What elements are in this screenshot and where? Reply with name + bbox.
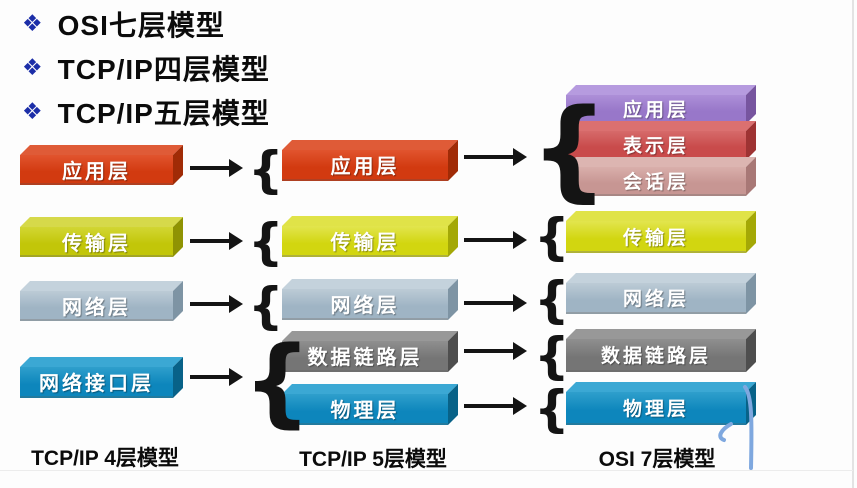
title-list: ❖ OSI七层模型 ❖ TCP/IP四层模型 ❖ TCP/IP五层模型 [22, 6, 270, 129]
layer-box: 应用层 [282, 140, 458, 181]
brace-icon: { [243, 326, 312, 438]
column-caption: TCP/IP 5层模型 [299, 448, 447, 471]
title-row-tcpip4: ❖ TCP/IP四层模型 [22, 50, 270, 85]
layer-label: 数据链路层 [307, 347, 423, 369]
box-front-face: 网络层 [20, 291, 173, 321]
layer-label: 应用层 [622, 100, 689, 121]
layer-label: 传输层 [622, 227, 689, 249]
box-top-face [566, 329, 756, 339]
layer-label: 应用层 [62, 160, 131, 183]
column-caption: OSI 7层模型 [598, 448, 716, 471]
layer-label: 物理层 [330, 400, 400, 422]
slide-bottom-edge [0, 470, 853, 471]
arrow-right-icon [464, 148, 527, 166]
box-top-face [20, 357, 183, 367]
box-front-face: 传输层 [566, 221, 746, 253]
layer-label: 网络层 [62, 296, 131, 319]
slide-right-edge [852, 0, 854, 488]
box-front-face: 会话层 [566, 167, 746, 196]
layer-label: 传输层 [330, 232, 400, 254]
layer-label: 网络接口层 [39, 373, 154, 395]
box-top-face [282, 279, 458, 289]
box-top-face [566, 273, 756, 283]
layer-box: 物理层 [566, 382, 756, 425]
brace-icon: { [248, 277, 284, 335]
layer-label: 物理层 [622, 399, 689, 420]
layer-label: 传输层 [62, 232, 131, 255]
diamond-bullet-icon: ❖ [22, 10, 43, 36]
box-top-face [20, 217, 183, 227]
brace-icon: { [248, 213, 284, 271]
layer-label: 网络层 [622, 289, 689, 310]
brace-icon: { [534, 271, 570, 329]
arrow-right-icon [464, 294, 527, 312]
layer-box: 传输层 [566, 211, 756, 253]
layer-box: 传输层 [20, 217, 183, 257]
diamond-bullet-icon: ❖ [22, 98, 43, 124]
brace-icon: { [534, 208, 570, 266]
column-caption: TCP/IP 4层模型 [31, 447, 179, 470]
arrow-right-icon [464, 231, 527, 249]
title-row-osi: ❖ OSI七层模型 [22, 6, 270, 41]
brace-icon: { [534, 380, 570, 438]
layer-box: 数据链路层 [566, 329, 756, 372]
layer-label: 表示层 [622, 136, 689, 157]
brace-icon: { [534, 327, 570, 385]
layer-box: 网络层 [20, 281, 183, 321]
arrow-right-icon [190, 159, 243, 177]
box-top-face [282, 140, 458, 150]
box-top-face [282, 216, 458, 226]
arrow-right-icon [190, 295, 243, 313]
layer-box: 网络层 [566, 273, 756, 314]
arrow-right-icon [190, 232, 243, 250]
box-front-face: 应用层 [282, 150, 448, 181]
box-front-face: 数据链路层 [566, 339, 746, 372]
layer-label: 应用层 [330, 156, 400, 178]
title-tcpip-4-layer: TCP/IP四层模型 [57, 53, 270, 85]
box-front-face: 应用层 [20, 155, 173, 185]
box-top-face [20, 281, 183, 291]
title-tcpip-5-layer: TCP/IP五层模型 [57, 97, 270, 129]
layer-box: 应用层 [20, 145, 183, 185]
layer-box: 物理层 [282, 384, 458, 425]
box-front-face: 网络层 [566, 283, 746, 314]
box-front-face: 网络接口层 [20, 367, 173, 398]
box-front-face: 物理层 [282, 394, 448, 425]
box-front-face: 传输层 [282, 226, 448, 257]
box-front-face: 传输层 [20, 227, 173, 257]
layer-box: 传输层 [282, 216, 458, 257]
brace-icon: { [248, 141, 284, 199]
layer-box: 数据链路层 [282, 331, 458, 372]
layer-label: 会话层 [622, 172, 689, 193]
arrow-right-icon [190, 368, 243, 386]
brace-icon: { [530, 85, 609, 213]
arrow-right-icon [464, 397, 527, 415]
box-top-face [566, 382, 756, 392]
box-front-face: 数据链路层 [282, 341, 448, 372]
title-row-tcpip5: ❖ TCP/IP五层模型 [22, 94, 270, 129]
box-front-face: 物理层 [566, 392, 746, 425]
pen-stroke-hook [718, 422, 733, 442]
layer-label: 网络层 [330, 295, 400, 317]
diamond-bullet-icon: ❖ [22, 54, 43, 80]
layer-box: 网络层 [282, 279, 458, 320]
layer-label: 数据链路层 [600, 346, 711, 367]
title-osi-7-layer: OSI七层模型 [57, 9, 225, 41]
box-top-face [20, 145, 183, 155]
box-front-face: 网络层 [282, 289, 448, 320]
arrow-right-icon [464, 342, 527, 360]
layer-box: 会话层 [566, 157, 756, 196]
layer-box: 网络接口层 [20, 357, 183, 398]
